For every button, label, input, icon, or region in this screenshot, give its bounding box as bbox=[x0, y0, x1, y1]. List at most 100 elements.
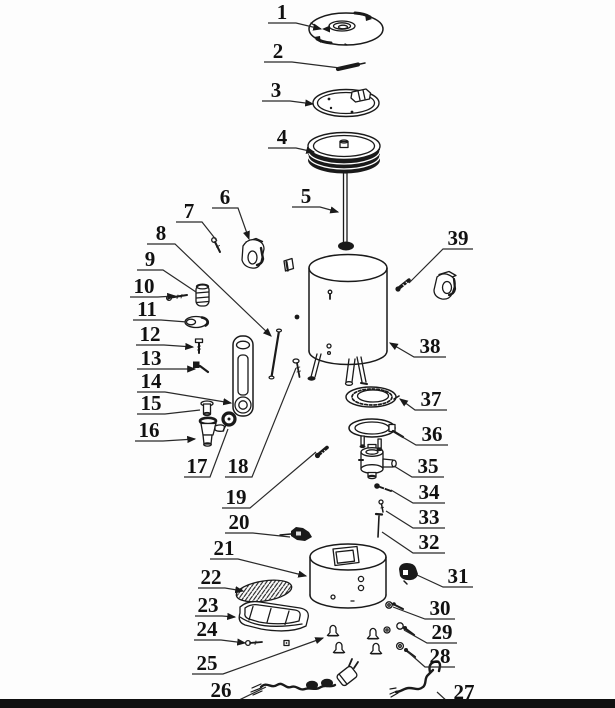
callout-label-39: 39 bbox=[448, 226, 469, 250]
part-21-lower-body bbox=[309, 543, 387, 609]
callout-label-15: 15 bbox=[141, 391, 162, 415]
leader-line-36 bbox=[398, 434, 448, 446]
part-20-sensor bbox=[279, 527, 312, 541]
callout-label-5: 5 bbox=[301, 184, 312, 208]
part-16-tap bbox=[198, 416, 226, 447]
callout-label-6: 6 bbox=[220, 185, 231, 209]
part-6-handle-bracket bbox=[241, 237, 265, 269]
leader-line-24 bbox=[194, 638, 247, 646]
callout-label-11: 11 bbox=[137, 297, 157, 321]
leader-line-16 bbox=[135, 435, 197, 444]
callout-label-36: 36 bbox=[422, 422, 443, 446]
callout-label-18: 18 bbox=[228, 454, 249, 478]
leader-line-5 bbox=[292, 206, 340, 214]
leader-line-34 bbox=[390, 489, 445, 504]
part-27-wire-harness bbox=[389, 660, 442, 698]
callout-label-7: 7 bbox=[184, 199, 195, 223]
leader-line-8 bbox=[147, 243, 272, 337]
part-32-pin bbox=[374, 512, 384, 538]
callout-label-3: 3 bbox=[271, 78, 282, 102]
callout-label-12: 12 bbox=[140, 322, 161, 346]
part-10-screw bbox=[165, 294, 188, 302]
leader-line-1 bbox=[268, 22, 323, 31]
leader-line-38 bbox=[388, 342, 446, 358]
part-38-tank bbox=[307, 253, 388, 386]
leader-line-39 bbox=[408, 248, 473, 284]
leader-line-2 bbox=[264, 61, 341, 69]
part-24-screw bbox=[244, 639, 290, 647]
leader-line-9 bbox=[137, 269, 197, 293]
part-26-power-cord bbox=[250, 658, 359, 696]
callout-label-19: 19 bbox=[226, 485, 247, 509]
callout-label-8: 8 bbox=[156, 221, 167, 245]
part-11-nut bbox=[184, 315, 210, 329]
leader-line-3 bbox=[262, 99, 315, 107]
leader-line-31 bbox=[416, 574, 473, 588]
callout-label-38: 38 bbox=[420, 334, 441, 358]
part-9-spring bbox=[195, 283, 210, 307]
callout-label-1: 1 bbox=[277, 0, 288, 24]
leader-line-21 bbox=[210, 558, 308, 578]
callout-label-9: 9 bbox=[145, 247, 156, 271]
part-14-sight-glass bbox=[232, 335, 254, 417]
leader-line-4 bbox=[268, 146, 316, 154]
leader-line-22 bbox=[198, 586, 245, 594]
callout-label-28: 28 bbox=[430, 644, 451, 668]
leader-line-37 bbox=[399, 398, 447, 411]
part-37-gasket bbox=[345, 386, 400, 408]
callout-label-37: 37 bbox=[421, 387, 442, 411]
callout-label-29: 29 bbox=[432, 620, 453, 644]
part-33-screw bbox=[378, 499, 385, 513]
callout-label-10: 10 bbox=[134, 274, 155, 298]
leader-line-25 bbox=[192, 637, 325, 675]
part-17-knob bbox=[221, 411, 237, 432]
callout-label-33: 33 bbox=[419, 505, 440, 529]
part-39-screw-bracket bbox=[395, 270, 457, 300]
leader-line-33 bbox=[385, 510, 445, 529]
callout-label-31: 31 bbox=[448, 564, 469, 588]
callout-label-32: 32 bbox=[419, 530, 440, 554]
part-29-washer-screw bbox=[383, 622, 416, 637]
part-31-switch bbox=[399, 563, 418, 585]
footer-bar bbox=[0, 699, 615, 708]
leader-line-20 bbox=[225, 532, 291, 538]
leader-line-6 bbox=[212, 207, 250, 241]
part-8-rod bbox=[268, 328, 283, 380]
leader-line-28 bbox=[407, 651, 455, 668]
part-34-screw bbox=[374, 483, 392, 492]
leader-line-32 bbox=[381, 531, 445, 554]
part-5-pipe bbox=[338, 170, 354, 251]
callout-label-35: 35 bbox=[418, 454, 439, 478]
callout-label-20: 20 bbox=[229, 510, 250, 534]
leader-line-23 bbox=[195, 612, 237, 620]
leader-line-30 bbox=[392, 606, 455, 620]
part-22-plate bbox=[235, 579, 293, 603]
callout-label-17: 17 bbox=[187, 454, 208, 478]
callout-label-2: 2 bbox=[273, 39, 284, 63]
callout-label-22: 22 bbox=[201, 565, 222, 589]
callout-label-23: 23 bbox=[198, 593, 219, 617]
part-18-screw bbox=[292, 358, 301, 378]
leader-line-7 bbox=[176, 221, 218, 242]
callout-label-13: 13 bbox=[141, 346, 162, 370]
callout-label-30: 30 bbox=[430, 596, 451, 620]
part-25-foot-bolts bbox=[326, 624, 383, 655]
callout-label-27: 27 bbox=[454, 680, 475, 704]
callout-label-4: 4 bbox=[277, 125, 288, 149]
part-12-screw bbox=[194, 338, 204, 354]
leader-line-18 bbox=[225, 367, 297, 478]
callout-label-34: 34 bbox=[419, 480, 441, 504]
callout-label-26: 26 bbox=[211, 678, 232, 702]
part-28-washer-screw bbox=[395, 641, 417, 659]
leader-line-35 bbox=[393, 465, 444, 478]
leader-line-14 bbox=[137, 391, 233, 406]
callout-label-16: 16 bbox=[139, 418, 160, 442]
callout-label-24: 24 bbox=[197, 617, 219, 641]
part-23-base-tray bbox=[238, 600, 309, 632]
part-36-mount-ring bbox=[348, 418, 405, 452]
leader-line-12 bbox=[136, 342, 195, 351]
callout-label-21: 21 bbox=[214, 536, 235, 560]
leader-line-11 bbox=[133, 319, 188, 323]
